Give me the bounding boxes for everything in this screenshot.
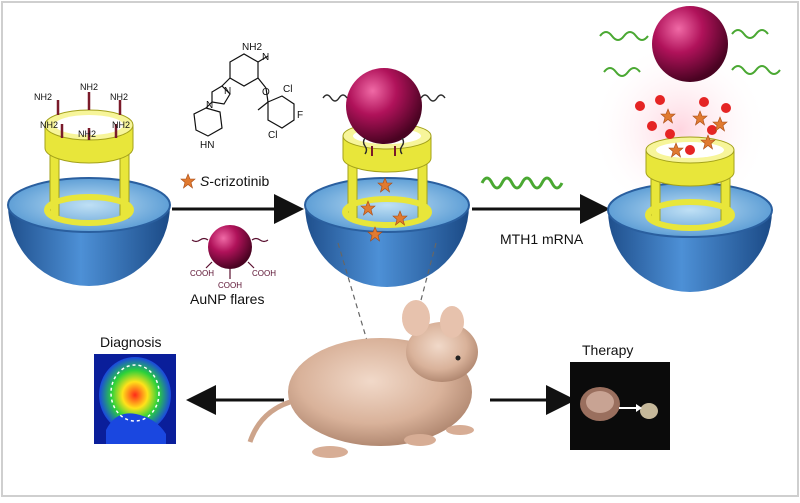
bowl-panel-2 (304, 68, 470, 287)
chem-nh2: NH2 (242, 42, 262, 53)
amine-label: NH2 (40, 120, 58, 130)
mth1-mrna-label: MTH1 mRNA (500, 231, 584, 247)
chem-o: O (262, 87, 270, 98)
amine-label: NH2 (34, 92, 52, 102)
chem-n2: N (224, 86, 231, 97)
chem-f: F (297, 110, 303, 121)
gold-nanoparticle-icon (346, 68, 422, 144)
aunp-flares-label: AuNP flares (190, 291, 264, 307)
mrna-wave-icon (480, 176, 564, 190)
gold-nanoparticle-icon (652, 6, 728, 82)
amine-label: NH2 (80, 82, 98, 92)
diagnosis-label: Diagnosis (100, 334, 161, 350)
chem-hn: HN (200, 140, 214, 151)
aunp-flare-icon (191, 225, 269, 279)
amine-labels: NH2 NH2 NH2 NH2 NH2 NH2 (34, 82, 130, 139)
drug-label: S-crizotinib (200, 173, 269, 189)
carboxyl-label: COOH (252, 269, 276, 278)
amine-label: NH2 (112, 120, 130, 130)
carboxyl-label: COOH (218, 281, 242, 290)
flare-dots (635, 95, 731, 155)
chem-n1: N (262, 52, 269, 63)
chem-cl2: Cl (268, 130, 277, 141)
carboxyl-labels: COOH COOH COOH (190, 269, 276, 290)
fluorescence-image (94, 354, 176, 444)
tumor-photo (570, 362, 670, 450)
chem-n3: N (206, 100, 213, 111)
bowl-panel-1 (7, 92, 171, 286)
carboxyl-label: COOH (190, 269, 214, 278)
mouse-icon (247, 300, 478, 458)
amine-label: NH2 (110, 92, 128, 102)
therapy-label: Therapy (582, 342, 633, 358)
amine-label: NH2 (78, 129, 96, 139)
chemical-labels: NH2 N O Cl F Cl N N HN (200, 42, 303, 151)
crizotinib-structure (193, 53, 295, 137)
zoom-line-left (337, 242, 391, 419)
chem-cl1: Cl (283, 84, 292, 95)
bowl-panel-3 (590, 6, 781, 292)
